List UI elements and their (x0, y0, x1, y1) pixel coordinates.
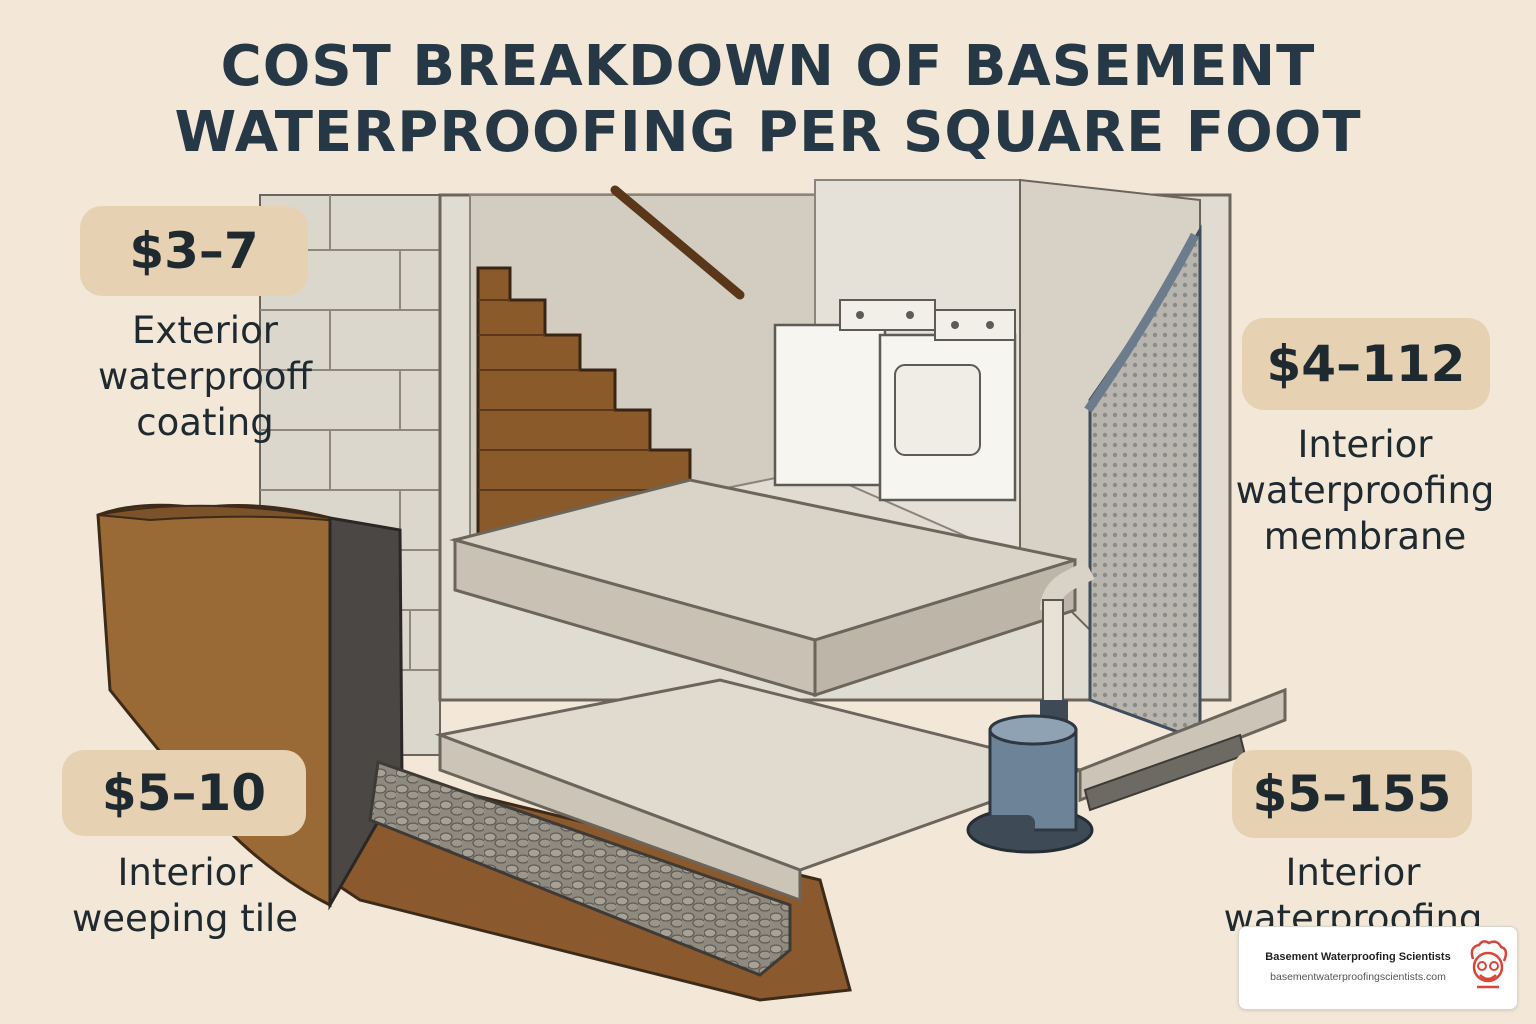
price-weeping-tile: $5–10 (101, 764, 267, 822)
handrail (610, 185, 745, 300)
price-badge-interior-waterproofing: $5–155 (1232, 750, 1472, 838)
brand-watermark: Basement Waterproofing Scientists baseme… (1238, 926, 1518, 1010)
title-line-2: WATERPROOFING PER SQUARE FOOT (174, 100, 1362, 165)
label-line: coating (136, 401, 274, 444)
label-line: weeping tile (71, 897, 299, 940)
price-interior-membrane: $4–112 (1266, 335, 1466, 393)
price-interior-waterproofing: $5–155 (1252, 765, 1452, 823)
basement-floor (434, 678, 1287, 903)
label-line: Interior (117, 851, 253, 894)
price-badge-interior-membrane: $4–112 (1242, 318, 1490, 410)
brand-name: Basement Waterproofing Scientists (1265, 951, 1451, 963)
label-line: Interior (1285, 851, 1421, 894)
scientist-icon (1470, 940, 1508, 989)
label-line: waterproofing (1235, 469, 1495, 512)
label-line: Exterior (132, 309, 278, 352)
label-interior-membrane: Interior waterproofing membrane (1230, 422, 1500, 560)
weeping-tile-gravel (368, 733, 1247, 977)
sump-pump (966, 561, 1095, 854)
brand-url: basementwaterproofingscientists.com (1270, 971, 1446, 983)
washer-dryer (773, 299, 1017, 502)
label-line: waterprooff (97, 355, 313, 398)
title-line-1: COST BREAKDOWN OF BASEMENT (220, 34, 1316, 99)
price-exterior-coating: $3–7 (129, 222, 259, 280)
floor-slab (449, 478, 1077, 698)
soil-block (96, 503, 404, 911)
label-line: Interior (1297, 423, 1433, 466)
price-badge-exterior-coating: $3–7 (80, 206, 308, 296)
page-title: COST BREAKDOWN OF BASEMENT WATERPROOFING… (0, 34, 1536, 166)
label-exterior-coating: Exterior waterprooff coating (60, 308, 350, 446)
label-line: membrane (1263, 515, 1467, 558)
label-weeping-tile: Interior weeping tile (40, 850, 330, 942)
price-badge-weeping-tile: $5–10 (62, 750, 306, 836)
